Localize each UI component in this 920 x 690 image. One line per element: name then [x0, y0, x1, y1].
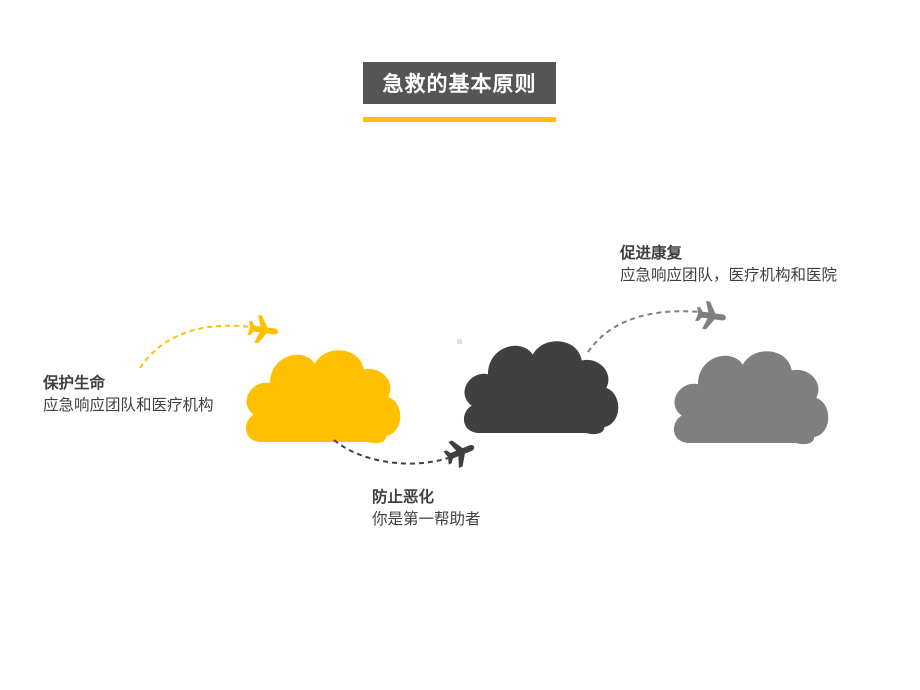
step-heading: 促进康复	[620, 244, 683, 262]
dashed-path-3	[587, 310, 701, 353]
step-description: 应急响应团队和医疗机构	[43, 396, 214, 414]
step-label-prevent-worsening: 防止恶化 你是第一帮助者	[372, 486, 481, 530]
decorative-dot	[457, 339, 462, 344]
step-label-protect-life: 保护生命 应急响应团队和医疗机构	[43, 372, 214, 416]
step-description: 你是第一帮助者	[372, 510, 481, 528]
dashed-path-1	[139, 324, 251, 369]
cloud-dark	[463, 341, 619, 435]
cloud-gray	[673, 351, 829, 445]
step-heading: 防止恶化	[372, 488, 435, 506]
step-label-promote-recovery: 促进康复 应急响应团队，医疗机构和医院	[620, 242, 837, 286]
step-heading: 保护生命	[43, 374, 106, 392]
page-title: 急救的基本原则	[363, 62, 556, 104]
airplane-icon	[246, 313, 280, 346]
cloud-yellow	[245, 350, 401, 444]
step-description: 应急响应团队，医疗机构和医院	[620, 266, 838, 284]
airplane-icon	[694, 299, 728, 332]
title-underline	[363, 117, 556, 122]
dashed-path-2	[333, 439, 449, 465]
airplane-icon	[440, 433, 480, 471]
